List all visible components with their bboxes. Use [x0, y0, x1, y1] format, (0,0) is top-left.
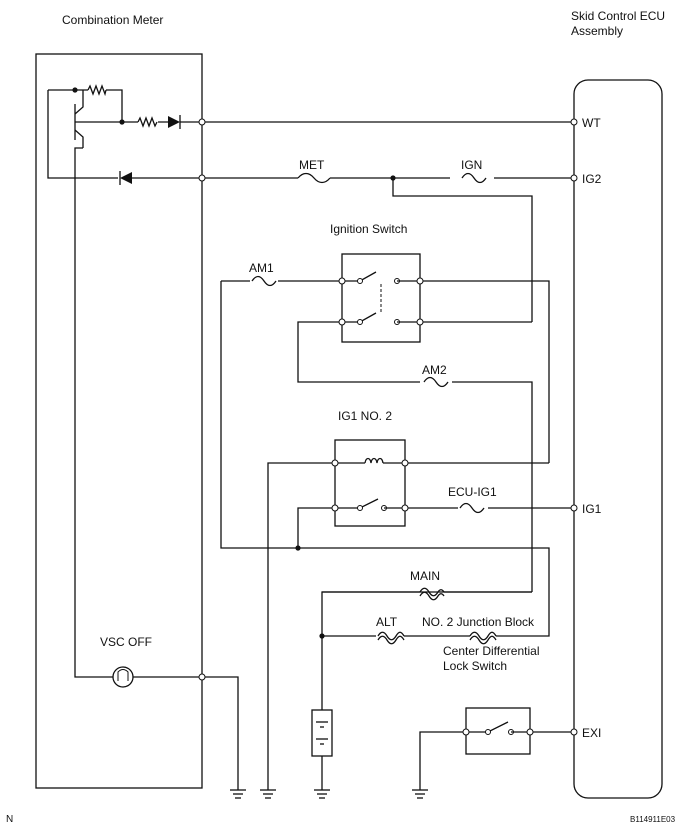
fusible-link-alt: [377, 631, 405, 645]
figure-code: B114911E03: [630, 815, 676, 824]
fuse-label-am1: AM1: [249, 261, 274, 275]
fuse-label-met: MET: [299, 158, 325, 172]
wiring: [202, 121, 574, 790]
fuse-am1: [251, 275, 277, 287]
ground-symbol: [412, 789, 428, 799]
center-diff-lock-switch-contacts: [466, 721, 530, 735]
ignition-switch-label: Ignition Switch: [330, 222, 407, 236]
vsc-off-label: VSC OFF: [100, 635, 152, 649]
corner-letter-n: N: [6, 814, 13, 825]
fuse-label-main: MAIN: [410, 569, 440, 583]
fuse-am2: [423, 376, 449, 388]
ig1-relay-internal: [335, 457, 405, 511]
fuse-label-am2: AM2: [422, 363, 447, 377]
fuse-label-ign: IGN: [461, 158, 482, 172]
relay-label-ig1-no2: IG1 NO. 2: [338, 409, 392, 423]
fusible-link-main: [419, 587, 445, 601]
combination-meter-box: [35, 53, 203, 789]
splice-point: [390, 175, 396, 181]
ground-symbol: [230, 789, 246, 799]
splice-point: [119, 119, 125, 125]
junction-block-label: NO. 2 Junction Block: [422, 615, 535, 629]
pin-label-ig1: IG1: [582, 502, 602, 516]
splice-point: [295, 545, 301, 551]
fuse-ecu-ig1: [459, 502, 485, 514]
skid-control-ecu-box: [573, 79, 663, 799]
splice-point: [72, 87, 78, 93]
fuse-met: [297, 172, 331, 184]
meter-resistor-2: [137, 116, 158, 128]
ignition-switch-box: [341, 253, 421, 343]
fuse-label-ecu-ig1: ECU-IG1: [448, 485, 497, 499]
splice-point: [319, 633, 325, 639]
pin-label-exi: EXI: [582, 726, 601, 740]
meter-resistor-1: [87, 84, 107, 97]
battery: [311, 709, 333, 757]
center-diff-lock-switch-box: [465, 707, 531, 755]
ignition-switch-contacts: [342, 271, 420, 325]
cdl-switch-label-line1: Center Differential: [443, 644, 540, 658]
fuse-ign: [461, 172, 487, 184]
pin-label-ig2: IG2: [582, 172, 602, 186]
ground-symbol: [314, 789, 330, 799]
vsc-off-indicator-lamp: [112, 666, 134, 688]
combination-meter-label: Combination Meter: [62, 13, 163, 27]
skid-ecu-label-line2: Assembly: [571, 24, 623, 38]
cdl-switch-label-line2: Lock Switch: [443, 659, 507, 673]
meter-transistor-circuit: [47, 89, 202, 678]
fuse-label-alt: ALT: [376, 615, 398, 629]
pin-label-wt: WT: [582, 116, 601, 130]
meter-diode-wt: [168, 115, 181, 129]
skid-ecu-label-line1: Skid Control ECU: [571, 9, 665, 23]
meter-diode-ig2: [119, 171, 202, 185]
ig1-relay-box: [334, 439, 406, 527]
fusible-link-junction-block: [469, 631, 497, 645]
connector-terminals: [198, 118, 578, 736]
ground-symbol: [260, 789, 276, 799]
